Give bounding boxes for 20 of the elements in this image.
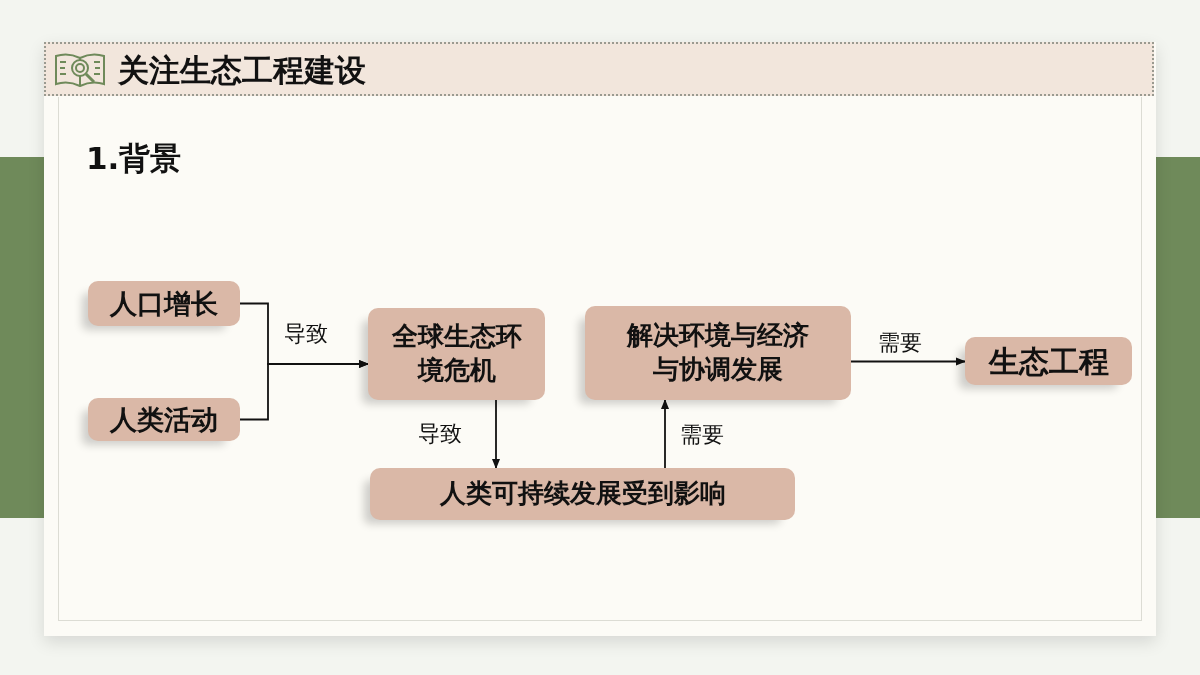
box-label: 人类活动 [110, 402, 218, 437]
box-label: 生态工程 [988, 342, 1109, 381]
box-label: 解决环境与经济与协调发展 [625, 319, 810, 386]
process-box [368, 308, 545, 400]
section-heading: 1.背景 [86, 139, 182, 178]
arrow [661, 399, 669, 469]
process-box [370, 468, 795, 520]
process-box [88, 281, 240, 326]
box-label: 人口增长 [110, 286, 218, 321]
arrow [850, 357, 966, 366]
arrow [492, 399, 500, 469]
edge-label: 导致 [282, 320, 330, 348]
process-box [965, 337, 1132, 385]
title: 关注生态工程建设 [118, 51, 366, 90]
process-box [88, 398, 240, 441]
process-box [585, 306, 851, 400]
edge-label: 导致 [416, 420, 464, 448]
box-label: 人类可持续发展受到影响 [439, 477, 726, 511]
box-label: 全球生态环境危机 [390, 320, 523, 387]
arrow [239, 360, 369, 421]
